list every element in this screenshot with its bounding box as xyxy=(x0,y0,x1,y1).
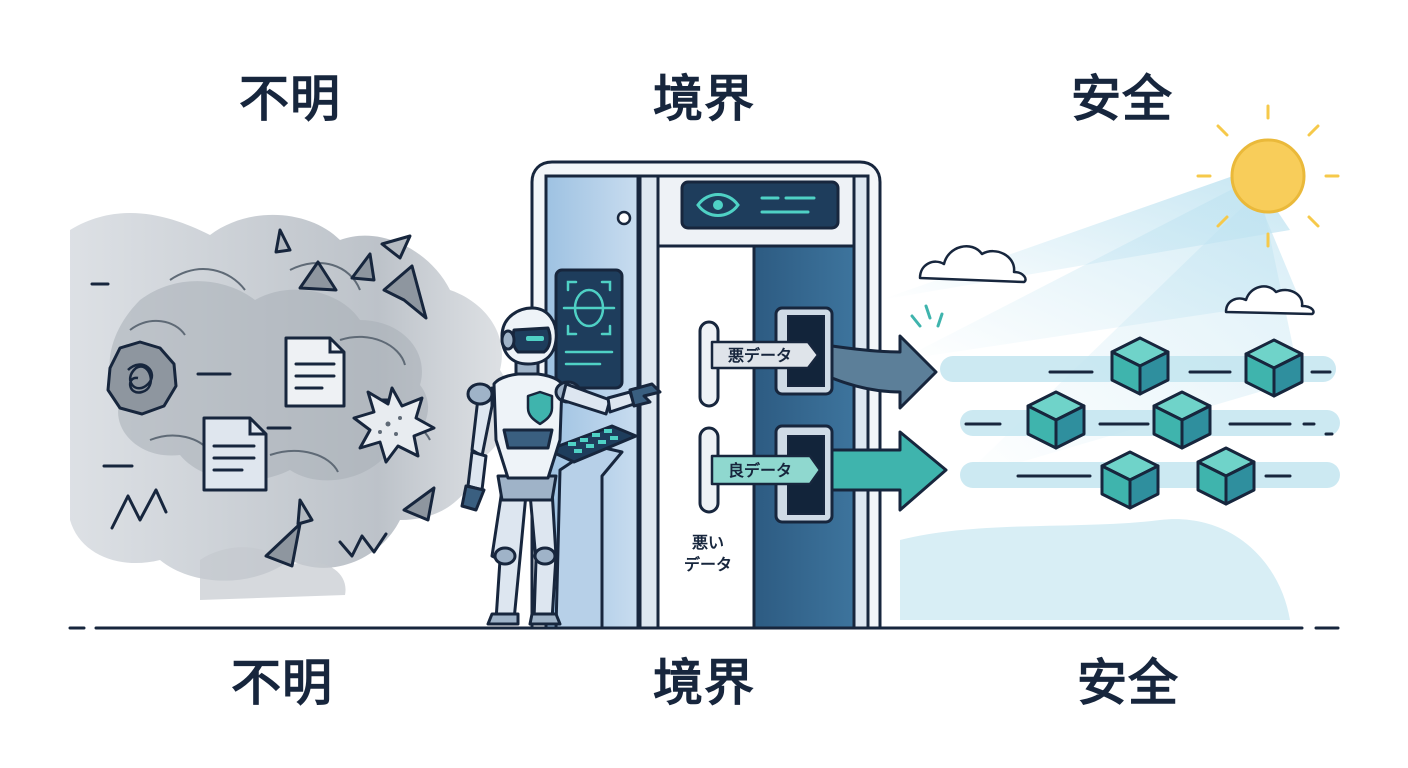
zigzag-lines xyxy=(110,488,388,558)
heading-bottom-unknown: 不明 xyxy=(231,654,333,712)
rejected-label-line2: データ xyxy=(684,555,732,574)
sun-icon xyxy=(1196,104,1340,248)
document-icon xyxy=(202,416,268,492)
data-cube-icon xyxy=(1152,390,1212,450)
heading-bottom-boundary: 境界 xyxy=(653,654,755,712)
bad-data-tag-label: 悪データ xyxy=(728,346,792,365)
rejected-label-line1: 悪い xyxy=(692,533,724,552)
face-scan-panel xyxy=(554,268,624,390)
data-cube-icon xyxy=(1110,336,1170,396)
burst-icon xyxy=(352,386,436,464)
heading-top-unknown: 不明 xyxy=(239,70,341,128)
document-icon xyxy=(284,336,346,408)
heading-top-safe: 安全 xyxy=(1071,70,1173,128)
good-data-slot xyxy=(774,424,834,524)
tangle-icon xyxy=(106,340,178,416)
robot-icon xyxy=(460,306,662,626)
heading-bottom-safe: 安全 xyxy=(1077,654,1179,712)
good-data-tag: 良データ xyxy=(710,454,822,486)
shard-fragments xyxy=(264,228,436,568)
face-scan-icon xyxy=(562,280,616,366)
cloud-icon xyxy=(1224,285,1315,316)
shield-icon xyxy=(526,390,554,426)
cloud-icon xyxy=(918,245,1027,284)
sky-glow xyxy=(880,170,1300,620)
good-data-tag-label: 良データ xyxy=(728,461,792,480)
bad-data-tag: 悪データ xyxy=(710,340,820,370)
eye-display xyxy=(680,180,840,230)
bad-data-arrow xyxy=(830,334,938,410)
good-data-arrow xyxy=(830,430,948,512)
data-cube-icon xyxy=(1100,450,1160,510)
rejected-data-label: 悪い データ xyxy=(684,533,732,574)
data-cube-icon xyxy=(1026,390,1086,450)
data-cubes xyxy=(1026,336,1304,510)
sparkle-ticks xyxy=(910,304,944,328)
data-cube-icon xyxy=(1196,446,1256,506)
heading-top-boundary: 境界 xyxy=(653,70,755,128)
data-cube-icon xyxy=(1244,338,1304,398)
eye-icon xyxy=(696,193,740,217)
